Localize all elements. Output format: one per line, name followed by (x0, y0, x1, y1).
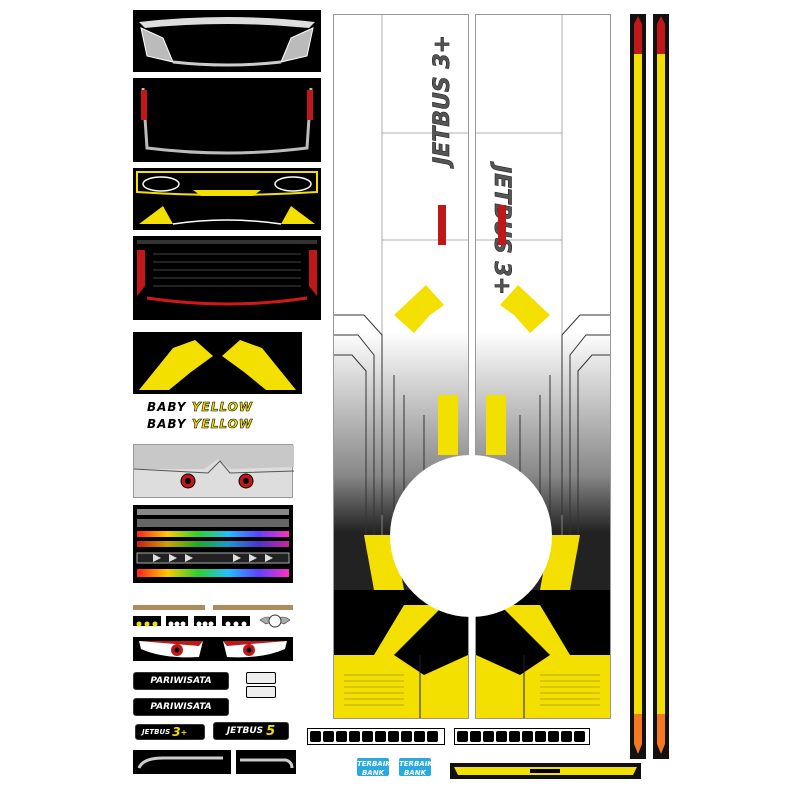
tv-icon (349, 731, 360, 742)
rear-bumper-decal (450, 763, 641, 779)
pariwisata-label: PARIWISATA (150, 676, 212, 686)
small-strip-decal-2 (213, 605, 293, 610)
rear-lamp-decal-silver (133, 78, 321, 162)
small-logo-decal-1: TERBAIK BANK (356, 757, 391, 777)
angry-eyes-art (139, 641, 287, 658)
front-lamp-white-art (139, 17, 315, 67)
small-strip-decal-1 (133, 605, 205, 610)
small-logo-text: TERBAIK BANK (399, 760, 433, 777)
baby-word: BABY (147, 400, 187, 414)
jetbus3-prefix: JETBUS (142, 728, 171, 736)
ac-icon (509, 731, 520, 742)
pariwisata-label: PARIWISATA (150, 702, 212, 712)
right-side-panel-decal: JETBUS 3+ (475, 14, 611, 719)
usb-icon (375, 731, 386, 742)
music-icon (414, 731, 425, 742)
jetbus5-number: 5 (266, 723, 276, 739)
marker-lights-art (225, 621, 247, 627)
yellow-wing-art (139, 340, 296, 390)
led-display-decal (133, 505, 293, 583)
door-handle-decal-1 (246, 672, 276, 684)
bumper-trim-art (240, 758, 294, 769)
wheel-arch-cutout (390, 455, 552, 617)
yellow-word: YELLOW (191, 417, 254, 432)
marker-lights-art (168, 621, 186, 627)
vertical-stripe-art (634, 16, 642, 754)
coffee-icon (548, 731, 559, 742)
amenity-icons-decal-2 (454, 728, 590, 745)
front-lamp-decal-white (133, 10, 321, 72)
seat-icon (470, 731, 481, 742)
no-smoking-icon (427, 731, 438, 742)
front-lamp-decal-yellow (133, 168, 321, 230)
marker-lights-art (136, 621, 158, 627)
angry-eyes-decal (133, 637, 293, 661)
jetbus3-plus: + (180, 727, 188, 737)
led-display-art (136, 509, 290, 577)
marker-lights-art (196, 621, 214, 627)
marker-lights-decal-3 (194, 616, 216, 627)
vertical-jetbus-logo: JETBUS 3+ (489, 161, 514, 295)
rear-bumper-art (454, 767, 637, 775)
jetbus5-prefix: JETBUS (226, 726, 264, 736)
rear-lamp-silver-art (141, 87, 313, 155)
eyes-art (133, 445, 295, 489)
wifi-icon (310, 731, 321, 742)
coffee-icon (401, 731, 412, 742)
marker-lights-decal-1 (133, 616, 161, 627)
bed-icon (535, 731, 546, 742)
vertical-stripe-decal-1 (630, 14, 646, 759)
marker-lights-decal-4 (222, 616, 250, 627)
baby-yellow-text-2: BABY YELLOW (147, 417, 254, 432)
usb-icon (522, 731, 533, 742)
emblem-badge-decal (258, 612, 292, 630)
amenity-icons-decal-1 (307, 728, 445, 745)
tv-icon (496, 731, 507, 742)
door-handle-decal-2 (246, 686, 276, 698)
rear-lamp-decal-red (133, 236, 321, 320)
wifi-icon (457, 731, 468, 742)
pariwisata-plate-2: PARIWISATA (133, 698, 229, 716)
toilet-icon (483, 731, 494, 742)
marker-lights-decal-2 (166, 616, 188, 627)
bumper-trim-decal-1 (133, 750, 231, 774)
seat-icon (323, 731, 334, 742)
bumper-trim-art (137, 756, 223, 769)
eyes-decal (133, 444, 295, 498)
jetbus3-badge: JETBUS 3 + (135, 724, 205, 740)
no-smoking-icon (574, 731, 585, 742)
jetbus5-badge: JETBUS 5 (213, 722, 289, 740)
vertical-jetbus-logo: JETBUS 3+ (430, 35, 455, 169)
bumper-trim-decal-2 (236, 750, 296, 774)
yellow-wing-decal (133, 332, 302, 394)
small-logo-decal-2: TERBAIK BANK (398, 757, 433, 777)
baby-yellow-text-1: BABY YELLOW (147, 400, 254, 415)
vertical-stripe-art (657, 16, 665, 754)
yellow-word: YELLOW (191, 400, 254, 415)
jetbus3-number: 3 (172, 725, 181, 739)
ac-icon (362, 731, 373, 742)
toilet-icon (336, 731, 347, 742)
rear-lamp-red-art (137, 240, 317, 306)
emblem-wings-icon (259, 614, 291, 628)
vertical-stripe-decal-2 (653, 14, 669, 759)
baby-word: BABY (147, 417, 187, 431)
front-lamp-yellow-art (136, 171, 318, 225)
small-logo-text: TERBAIK BANK (357, 760, 391, 777)
bed-icon (388, 731, 399, 742)
pariwisata-plate-1: PARIWISATA (133, 672, 229, 690)
music-icon (561, 731, 572, 742)
